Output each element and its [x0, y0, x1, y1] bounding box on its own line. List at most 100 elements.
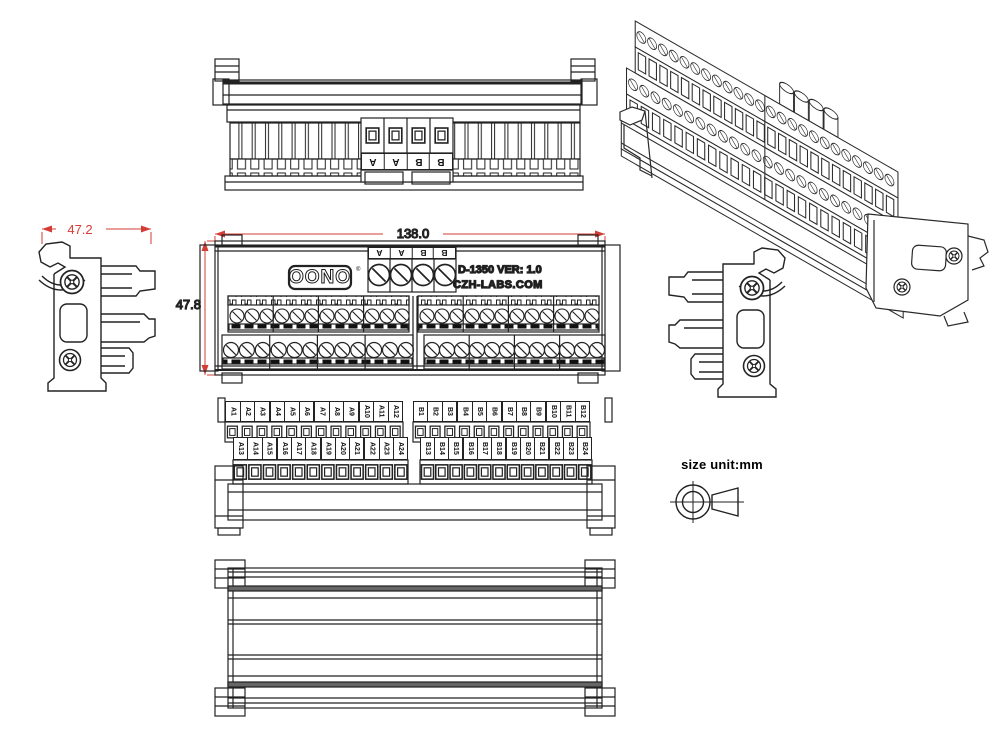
bracket-cutout — [911, 244, 947, 272]
row2-left-screws — [222, 341, 414, 359]
terminal-label: A12 — [387, 402, 403, 421]
corner-tab — [584, 687, 616, 717]
website-label: CZH-LABS.COM — [453, 279, 543, 291]
terminal-row-2-right — [423, 334, 606, 370]
row2-left-dividers — [269, 335, 366, 369]
screw-terminal — [366, 341, 383, 359]
row1-right-dividers — [462, 296, 555, 332]
base-lip — [620, 148, 904, 319]
terminal-cell — [767, 126, 776, 150]
module-body-skewed — [620, 20, 904, 319]
row2-left-openings — [233, 464, 408, 480]
screw-terminal — [584, 308, 600, 324]
terminal-label: B20 — [520, 438, 534, 459]
corner-tab — [214, 687, 246, 717]
screw-terminal — [233, 464, 248, 480]
screw-terminal — [573, 341, 591, 359]
screw-terminal — [229, 308, 245, 324]
terminal-label: A1 — [229, 407, 237, 416]
terminal-label: B8 — [515, 402, 530, 421]
dimension-47-2 — [41, 225, 152, 244]
terminal-label: A9 — [343, 402, 358, 421]
screw-terminal — [335, 464, 350, 480]
screw-terminal — [558, 341, 576, 359]
terminal-label: B — [433, 248, 455, 258]
terminal-feet — [229, 158, 364, 177]
terminal-cell — [831, 163, 841, 187]
screw-terminal — [389, 263, 413, 287]
screw-terminal — [350, 341, 367, 359]
row1-left-dividers — [272, 296, 365, 332]
terminal-cell — [777, 132, 787, 156]
terminal-cell — [659, 64, 668, 88]
screw-terminal — [381, 341, 399, 359]
terminal-label: B — [429, 154, 452, 169]
screw-terminal — [483, 341, 501, 359]
end-bracket-tab — [214, 58, 240, 82]
terminal-label: A11 — [373, 402, 388, 421]
terminal-label: B1 — [417, 407, 425, 416]
screw-terminal — [318, 341, 335, 359]
registered-mark: ® — [356, 266, 361, 273]
din-clip-profile-mirrored — [669, 248, 785, 397]
iso-right-end-bracket — [865, 213, 989, 327]
terminal-label: A20 — [334, 438, 349, 459]
terminal-cell — [651, 111, 661, 136]
terminal-label: B9 — [530, 402, 544, 421]
screw-terminal — [494, 308, 510, 324]
bus-terminal-block-top — [360, 117, 454, 185]
terminal-cell — [821, 157, 830, 181]
screw-terminal — [364, 308, 380, 324]
screw-terminal — [319, 308, 335, 324]
screw-terminal — [291, 464, 306, 480]
screw-terminal — [277, 464, 291, 480]
screw-terminal — [379, 464, 394, 480]
terminal-cell — [685, 131, 695, 155]
terminal-cell — [691, 82, 701, 106]
screw-terminal — [449, 308, 465, 324]
screw-terminal — [543, 341, 561, 359]
dimension-label-length: 138.0 — [397, 226, 430, 241]
terminal-label: B7 — [500, 402, 516, 421]
din-clip-profile — [39, 242, 155, 391]
terminal-cell — [702, 89, 711, 113]
terminal-cell — [853, 175, 862, 199]
screw-terminal — [563, 464, 578, 480]
terminal-cell — [680, 76, 690, 100]
screw-terminal — [259, 308, 275, 324]
top-rail-band — [222, 79, 583, 105]
terminal-row-2-left — [221, 334, 414, 370]
terminal-cell — [842, 169, 852, 193]
terminal-cell — [864, 182, 873, 206]
terminal-label: A8 — [328, 402, 344, 421]
terminal-label: A16 — [275, 438, 291, 459]
terminal-label: B24 — [577, 438, 591, 459]
screw-terminal — [397, 341, 414, 359]
terminal-cell — [674, 124, 683, 148]
screw-terminal — [528, 341, 546, 359]
screw-terminal — [334, 341, 351, 359]
terminal-label: A13 — [237, 442, 245, 455]
end-bracket — [212, 78, 230, 106]
terminal-cell — [648, 58, 657, 82]
terminal-cell — [885, 194, 895, 218]
terminal-row-1-right — [417, 295, 600, 333]
terminal-cell — [708, 144, 717, 168]
foot-tab — [589, 527, 613, 536]
rail-band — [227, 681, 603, 688]
screw-terminal — [349, 308, 365, 324]
screw-terminal — [365, 127, 380, 144]
end-bracket-right — [601, 244, 621, 372]
terminal-label: B13 — [424, 442, 431, 455]
terminal-label: A5 — [284, 402, 299, 421]
center-post — [412, 296, 418, 369]
screw-terminal — [453, 341, 471, 359]
terminal-label: A2 — [239, 402, 255, 421]
terminal-label: B6 — [486, 402, 500, 421]
screw-terminal — [222, 341, 240, 359]
